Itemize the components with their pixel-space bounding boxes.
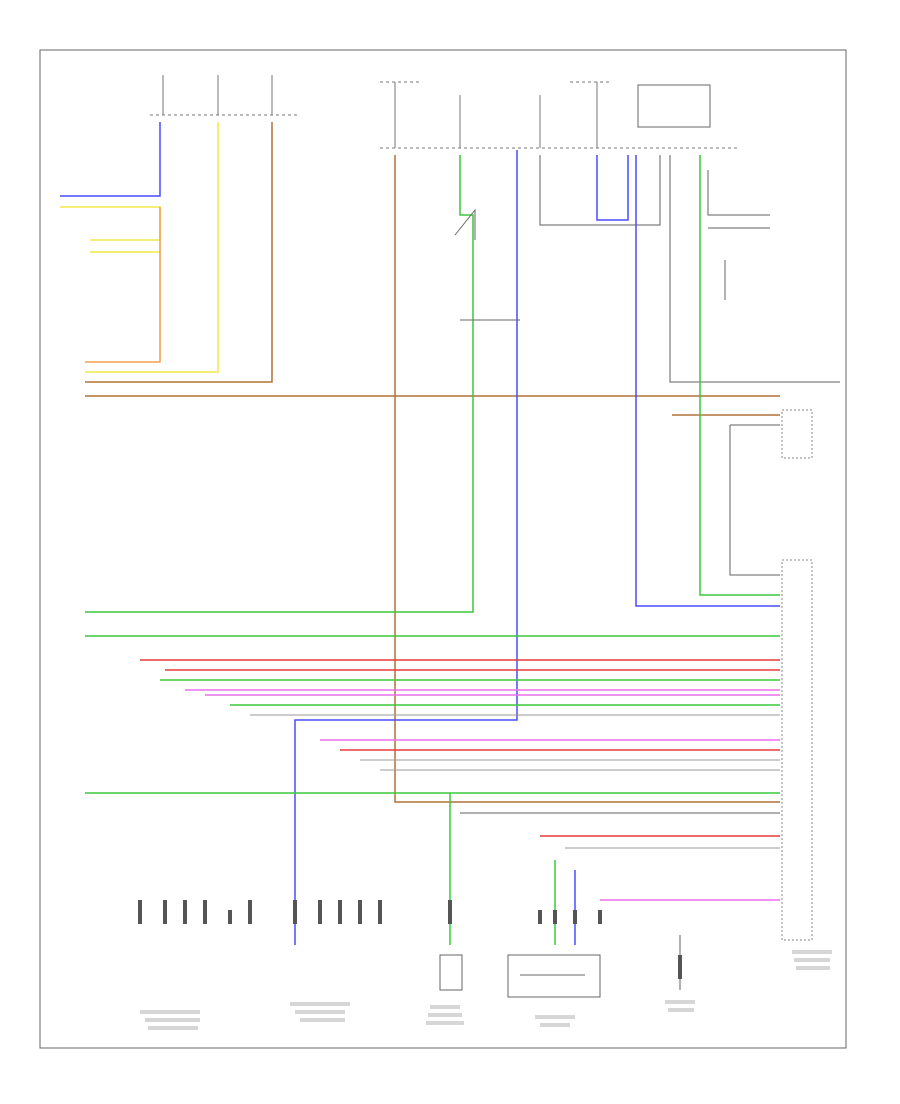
engine-relay-box	[637, 84, 711, 128]
bottom-connector-pins	[138, 900, 682, 979]
wire-brown-top-left	[85, 122, 273, 383]
wire-gray-set	[250, 714, 780, 849]
fuse-drops-left	[162, 75, 598, 148]
wire-blue-top-left	[60, 122, 161, 197]
engine-speed-sensor-body	[439, 954, 463, 991]
throttle-sensor-body	[507, 954, 601, 998]
wire-pink-set	[185, 689, 780, 901]
diagram-border	[39, 49, 847, 1049]
wire-orange-top-left	[85, 207, 161, 363]
wire-red-set	[140, 659, 780, 837]
wire-yellow-top-left	[60, 122, 219, 373]
switch-symbols	[454, 208, 726, 321]
wire-green-set	[85, 155, 780, 945]
label-blocks	[140, 950, 832, 1030]
ecm-connector-upper	[781, 409, 813, 459]
power-bus	[150, 81, 740, 149]
wire-black-set	[460, 155, 840, 990]
wire-brown-main	[85, 155, 780, 803]
ecm-connector	[781, 559, 813, 941]
wire-blue-set	[294, 150, 780, 945]
